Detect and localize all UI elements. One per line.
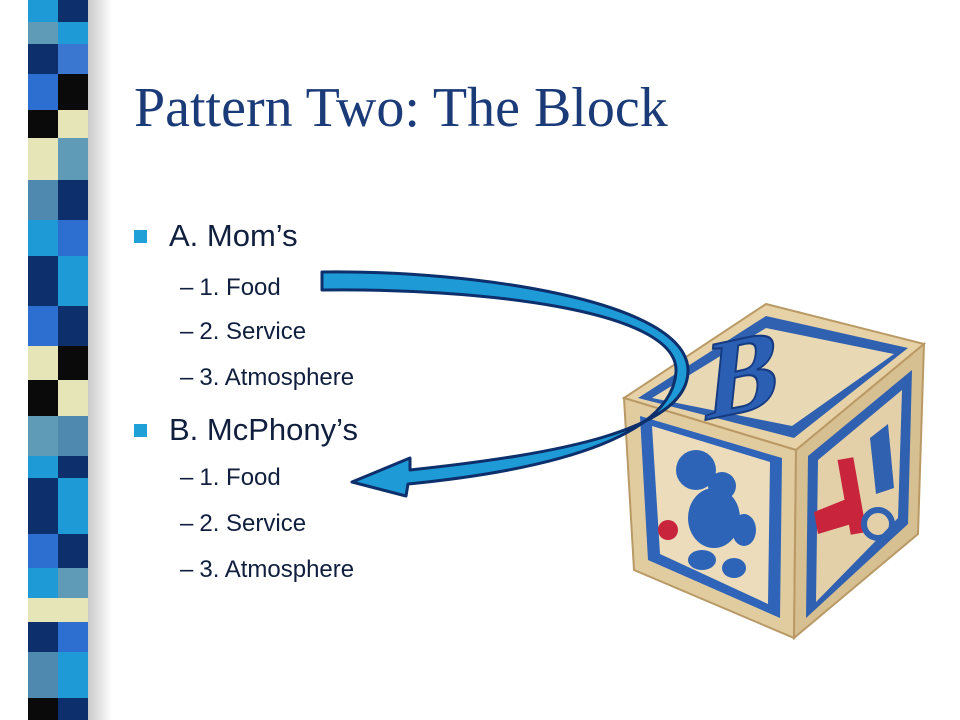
dash-marker: – xyxy=(180,318,194,345)
dash-marker: – xyxy=(180,510,194,537)
sub-item: – 2. Service xyxy=(180,510,306,538)
left-edge xyxy=(0,0,28,720)
bullet-section-a: A. Mom’s xyxy=(134,218,298,254)
sub-item-label: 1. Food xyxy=(199,464,281,491)
sub-item-label: 1. Food xyxy=(199,274,281,301)
sub-item-label: 2. Service xyxy=(199,510,307,537)
sub-item-label: 3. Atmosphere xyxy=(199,364,355,391)
sub-item: – 1. Food xyxy=(180,274,281,302)
sub-item: – 3. Atmosphere xyxy=(180,364,354,392)
slide-title: Pattern Two: The Block xyxy=(134,77,668,139)
square-bullet-icon xyxy=(134,423,147,437)
toy-block-icon: B xyxy=(621,302,927,641)
dash-marker: – xyxy=(180,464,194,491)
left-strip-shadow xyxy=(88,0,112,720)
section-label: B. McPhony’s xyxy=(169,412,358,447)
left-decorative-strip xyxy=(28,0,88,720)
sub-item: – 2. Service xyxy=(180,318,306,346)
sub-item: – 3. Atmosphere xyxy=(180,556,354,584)
dash-marker: – xyxy=(180,364,194,391)
dash-marker: – xyxy=(180,274,194,301)
dash-marker: – xyxy=(180,556,194,583)
block-letter: B xyxy=(701,303,786,446)
sub-item: – 1. Food xyxy=(180,464,281,492)
bullet-section-b: B. McPhony’s xyxy=(134,412,358,448)
sub-item-label: 2. Service xyxy=(199,318,307,345)
square-bullet-icon xyxy=(134,229,147,243)
sub-item-label: 3. Atmosphere xyxy=(199,556,355,583)
section-label: A. Mom’s xyxy=(169,218,298,253)
